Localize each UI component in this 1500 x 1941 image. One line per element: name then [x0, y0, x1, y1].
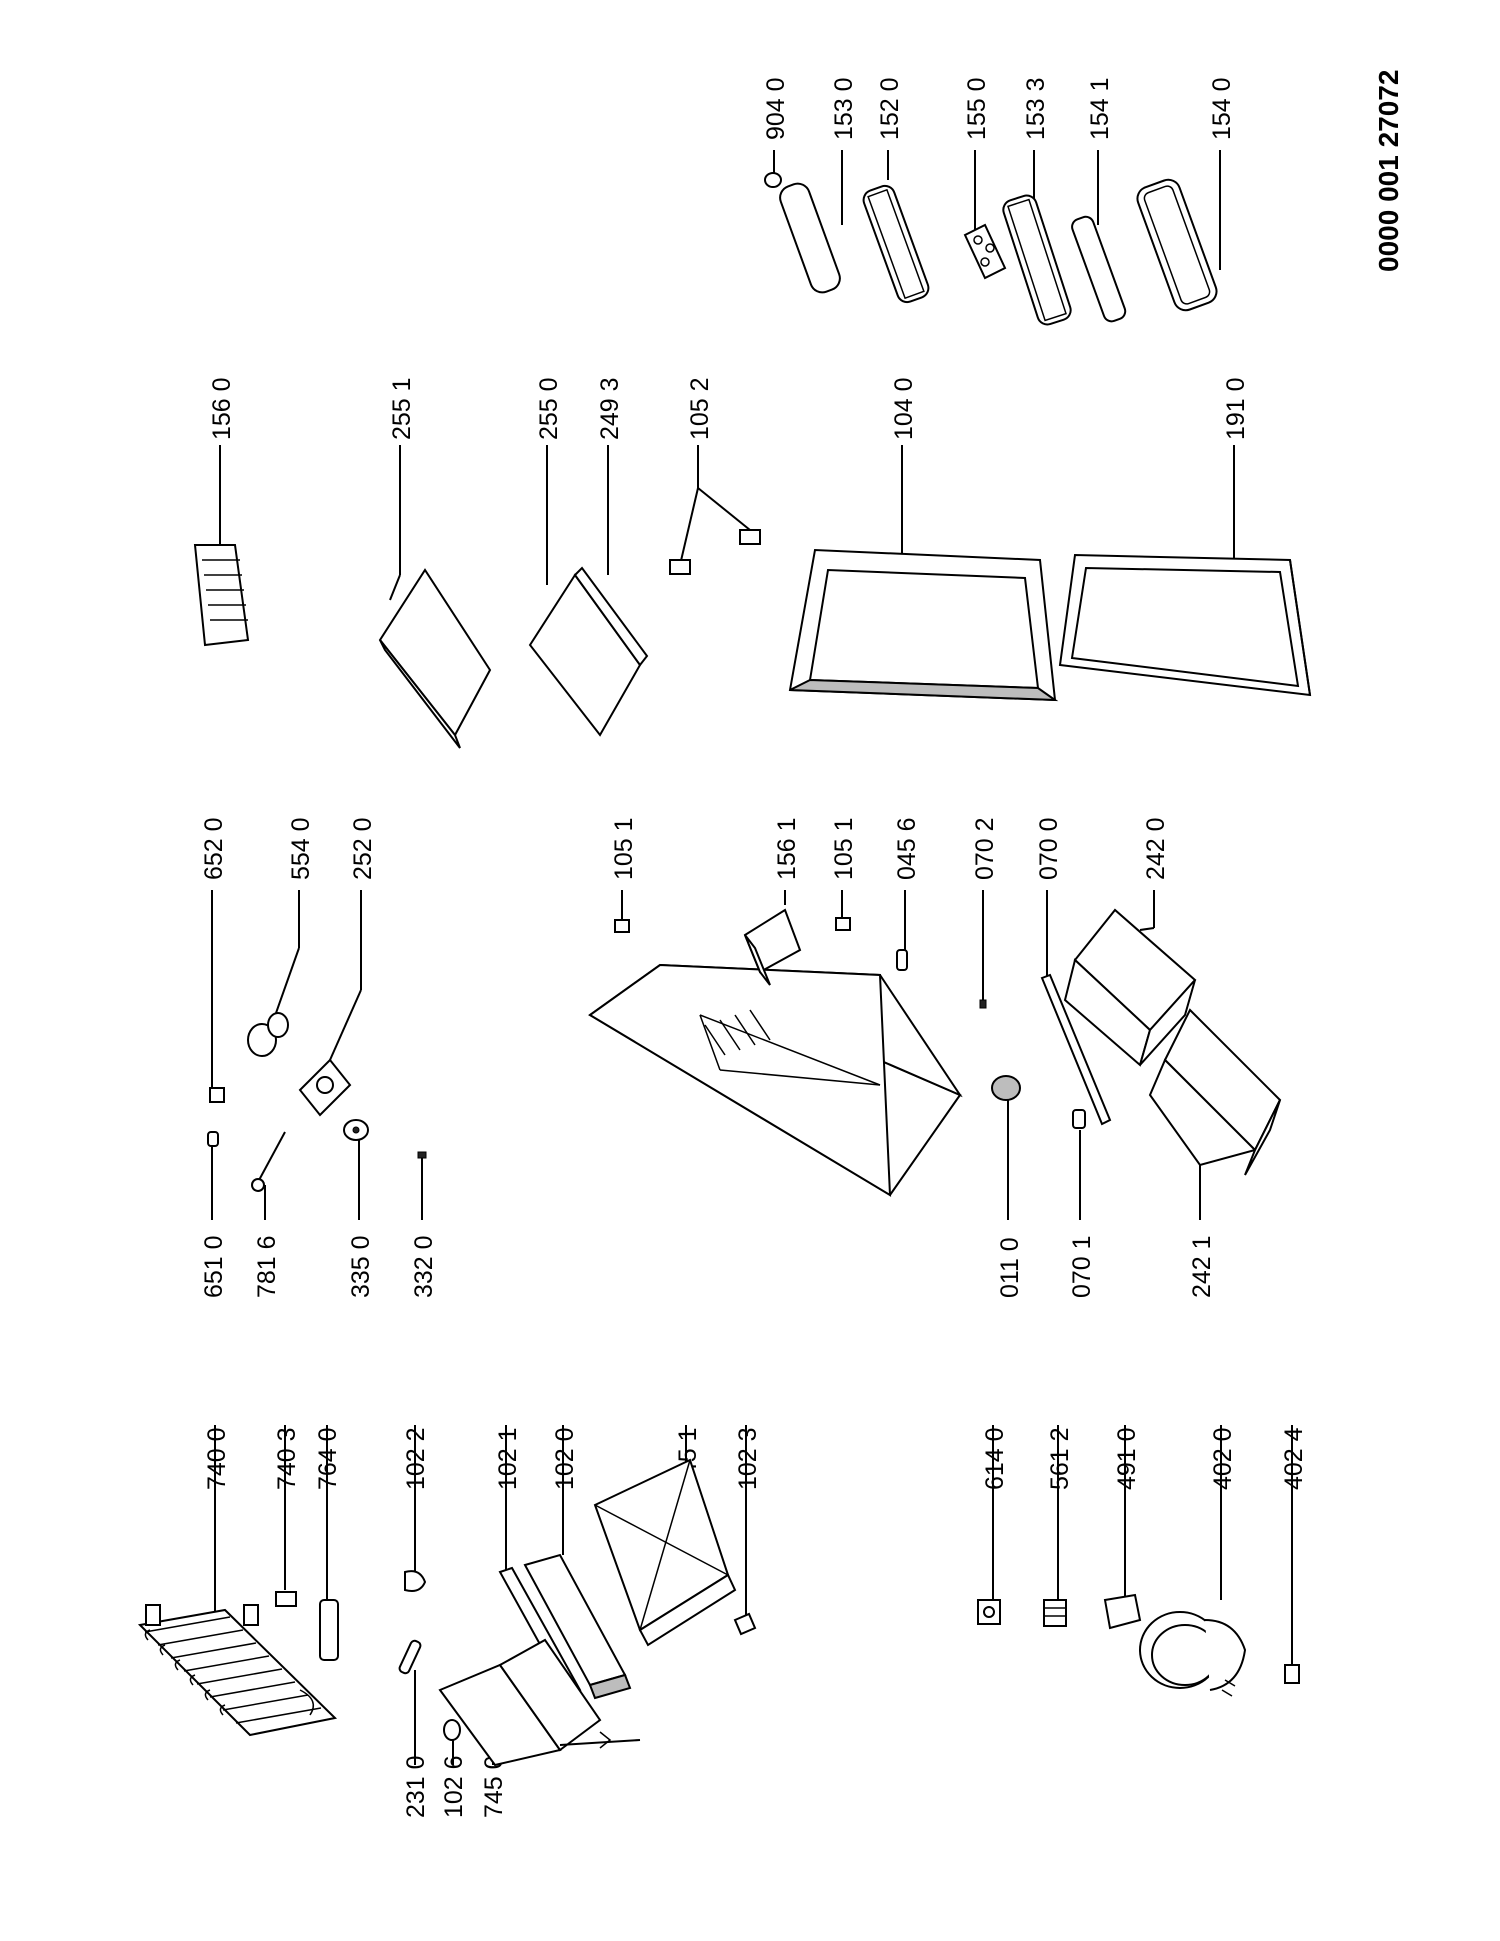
- label-491-0: 491 0: [1113, 1427, 1141, 1490]
- evaporator-plate-745-0: [438, 1638, 641, 1767]
- label-335-0: 335 0: [347, 1235, 375, 1298]
- label-155-0: 155 0: [963, 77, 991, 140]
- label-242-0: 242 0: [1142, 817, 1170, 880]
- part-045-6: [896, 949, 908, 971]
- label-242-1: 242 1: [1188, 1235, 1216, 1298]
- thermostat-knob-554-0: [247, 1012, 289, 1057]
- label-154-1: 154 1: [1086, 77, 1114, 140]
- filter-drier-740-3: [275, 1591, 297, 1607]
- label-070-0: 070 0: [1035, 817, 1063, 880]
- part-491-0: [1103, 1593, 1142, 1630]
- label-156-1: 156 1: [773, 817, 801, 880]
- label-102-3: 102 3: [734, 1427, 762, 1490]
- part-labels: 740 0 740 3 764 0 102 2 102 1 102 0 745 …: [200, 77, 1308, 1818]
- relay-614-0: [977, 1599, 1001, 1625]
- label-070-1: 070 1: [1068, 1235, 1096, 1298]
- label-249-3: 249 3: [596, 377, 624, 440]
- clip-102-2: [404, 1570, 427, 1592]
- door-frame-104-0: [788, 548, 1059, 702]
- label-191-0: 191 0: [1222, 377, 1250, 440]
- label-614-0: 614 0: [981, 1427, 1009, 1490]
- label-152-0: 152 0: [876, 77, 904, 140]
- thermostat-252-0: [298, 1058, 352, 1117]
- clip-102-3: [733, 1612, 757, 1636]
- part-652-0: [209, 1087, 225, 1103]
- label-252-0: 252 0: [349, 817, 377, 880]
- label-105-1-b: 105 1: [830, 817, 858, 880]
- part-402-4: [1284, 1664, 1300, 1684]
- drawing-code: 0000 001 27072: [1373, 70, 1404, 272]
- drawer-242-0: [1063, 908, 1197, 1067]
- part-105-1-b: [835, 917, 851, 931]
- part-070-2: [979, 999, 987, 1009]
- label-402-4: 402 4: [1280, 1427, 1308, 1490]
- capillary-tube-764-0: [319, 1599, 339, 1661]
- part-231-0: [398, 1639, 422, 1675]
- egg-tray-155-0: [963, 223, 1007, 280]
- cabinet: [588, 963, 963, 1197]
- label-156-0: 156 0: [208, 377, 236, 440]
- part-781-6: [251, 1131, 286, 1192]
- shelf-255-1: [378, 568, 492, 749]
- label-740-3: 740 3: [273, 1427, 301, 1490]
- label-045-6: 045 6: [893, 817, 921, 880]
- label-105-2: 105 2: [686, 377, 714, 440]
- part-102-6: [443, 1719, 461, 1741]
- box-156-1: [743, 908, 802, 986]
- label-231-0: 231 0: [402, 1755, 430, 1818]
- label-255-0: 255 0: [535, 377, 563, 440]
- part-105-2: [669, 529, 761, 575]
- label-652-0: 652 0: [200, 817, 228, 880]
- crisper-242-1: [1148, 1008, 1282, 1176]
- label-561-2: 561 2: [1046, 1427, 1074, 1490]
- ice-tray-156-0: [193, 544, 250, 647]
- label-102-1: 102 1: [494, 1427, 522, 1490]
- part-335-0: [343, 1119, 369, 1141]
- label-651-0: 651 0: [200, 1235, 228, 1298]
- part-070-1: [1072, 1109, 1086, 1129]
- evaporator-box-745-1: [593, 1458, 737, 1647]
- part-011-0: [991, 1075, 1021, 1101]
- label-154-0: 154 0: [1208, 77, 1236, 140]
- door-shelf-152-0: [862, 184, 930, 304]
- label-102-0: 102 0: [551, 1427, 579, 1490]
- label-070-2: 070 2: [971, 817, 999, 880]
- label-332-0: 332 0: [410, 1235, 438, 1298]
- part-105-1-a: [614, 919, 630, 933]
- door-shelf-153-3: [1002, 194, 1072, 326]
- label-102-6: 102 6: [440, 1755, 468, 1818]
- rail-070-0: [1040, 973, 1112, 1126]
- tray-102-0: [523, 1553, 632, 1700]
- label-153-0: 153 0: [830, 77, 858, 140]
- condenser-coil-740-0: [137, 1604, 338, 1737]
- door-shelf-154-0: [1136, 178, 1218, 312]
- label-554-0: 554 0: [287, 817, 315, 880]
- door-191-0: [1058, 553, 1312, 697]
- label-011-0: 011 0: [996, 1237, 1024, 1298]
- label-153-3: 153 3: [1022, 77, 1050, 140]
- part-904-0: [764, 172, 782, 188]
- part-651-0: [207, 1131, 219, 1147]
- label-105-1-a: 105 1: [610, 817, 638, 880]
- compressor-402-0: [1139, 1611, 1247, 1697]
- part-332-0: [417, 1151, 427, 1159]
- door-shelf-154-1: [1071, 215, 1127, 323]
- label-255-1: 255 1: [388, 377, 416, 440]
- shelf-255-0: [528, 566, 649, 737]
- label-745-0: 745 0: [480, 1755, 508, 1818]
- label-740-0: 740 0: [203, 1427, 231, 1490]
- door-shelf-153-0: [779, 182, 841, 294]
- label-402-0: 402 0: [1209, 1427, 1237, 1490]
- part-561-2: [1043, 1599, 1067, 1627]
- label-904-0: 904 0: [762, 77, 790, 140]
- label-781-6: 781 6: [253, 1235, 281, 1298]
- label-104-0: 104 0: [890, 377, 918, 440]
